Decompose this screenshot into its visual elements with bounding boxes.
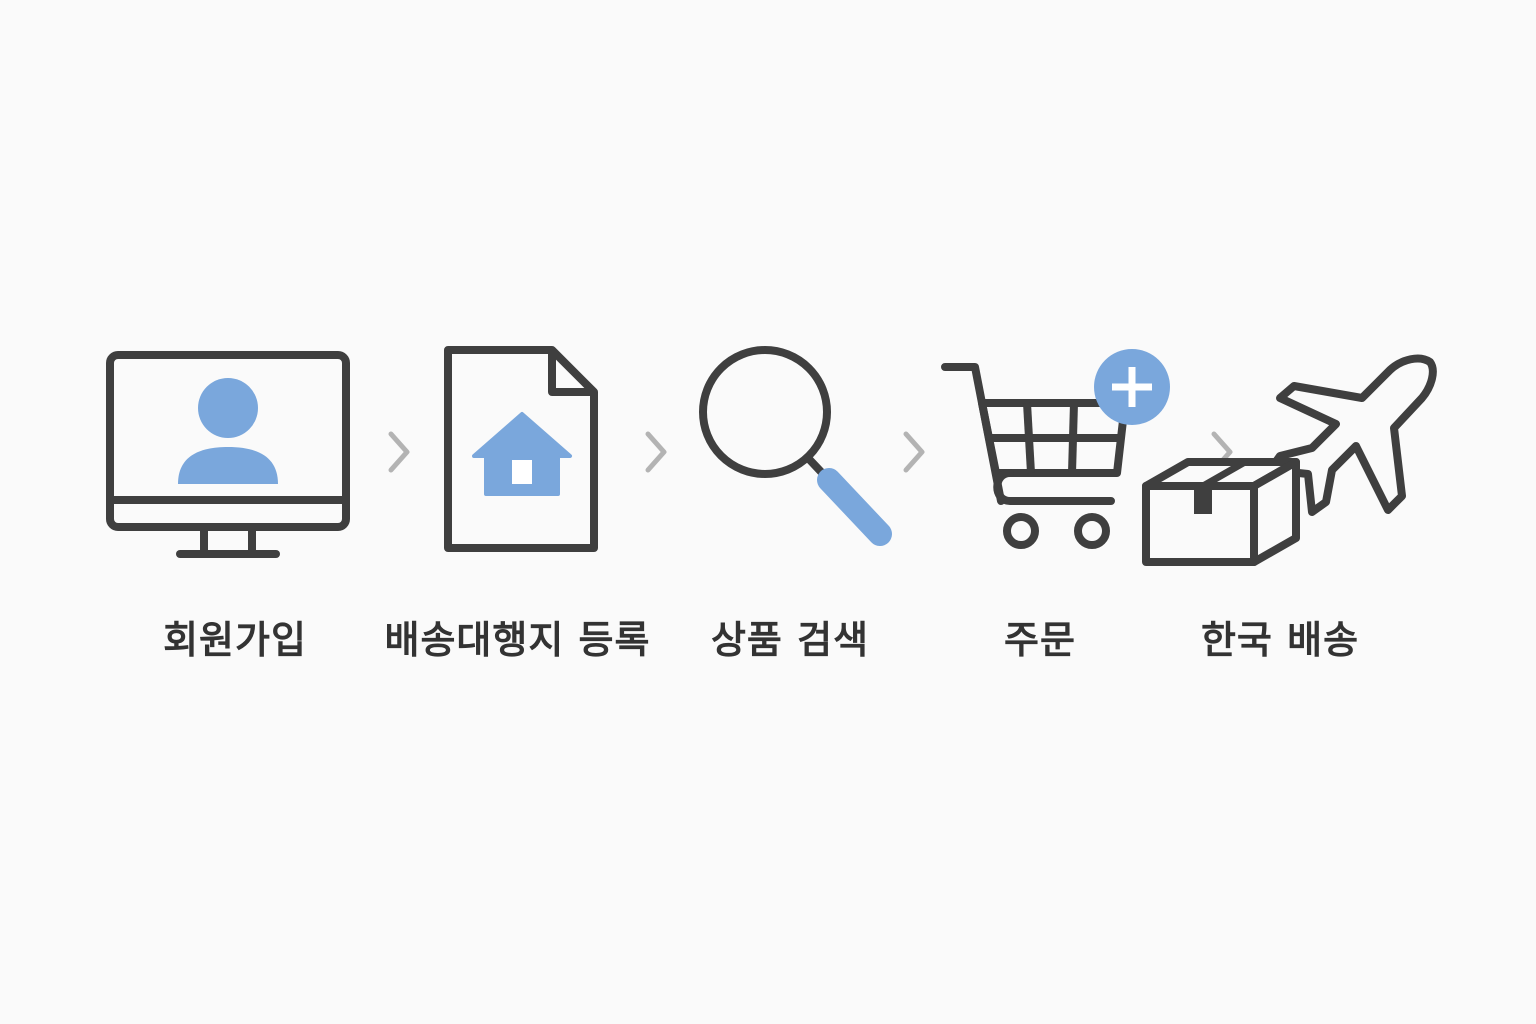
document-home-icon xyxy=(444,346,598,552)
monitor-user-icon xyxy=(106,351,350,558)
chevron-right-icon xyxy=(645,431,667,473)
magnifier-icon xyxy=(699,346,892,546)
step-label-order: 주문 xyxy=(1004,618,1076,662)
step-label-korea-shipping: 한국 배송 xyxy=(1200,618,1360,662)
cart-plus-icon xyxy=(941,349,1170,549)
box-airplane-icon xyxy=(1142,354,1437,566)
chevron-right-icon xyxy=(388,431,410,473)
chevron-right-icon xyxy=(903,431,925,473)
step-label-register-address: 배송대행지 등록 xyxy=(384,618,651,662)
step-label-signup: 회원가입 xyxy=(163,618,307,662)
step-label-product-search: 상품 검색 xyxy=(710,618,870,662)
